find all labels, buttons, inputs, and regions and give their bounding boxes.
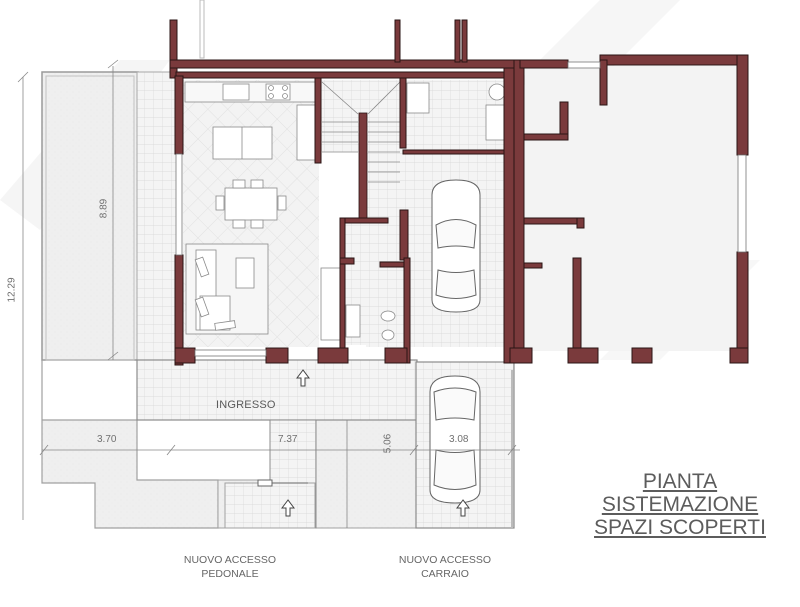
drawing-title: PIANTA SISTEMAZIONE SPAZI SCOPERTI [560,470,800,539]
entry-arrow-icon [281,499,295,517]
car-icon [431,179,481,313]
dimension-left-width: 3.70 [97,434,117,445]
entry-arrow-icon [296,369,310,387]
pedestrian-access-line-2: PEDONALE [201,568,259,580]
driveway-access-label: NUOVO ACCESSO CARRAIO [385,553,505,581]
entry-arrow-icon [456,499,470,517]
windows [175,61,747,357]
dimension-lines [17,59,520,528]
driveway-access-line-1: NUOVO ACCESSO [398,554,492,566]
furniture [184,81,506,341]
room-label-entrance: INGRESSO [216,399,276,411]
staircase [321,81,401,224]
dimension-total-width: 7.37 [278,434,298,445]
title-line-3: SPAZI SCOPERTI [594,516,766,539]
dimension-parking-width: 3.08 [449,434,469,445]
pedestrian-access-line-1: NUOVO ACCESSO [183,554,277,566]
dimension-garden-height: 8.89 [98,198,110,219]
dimension-total-height: 12.29 [6,277,18,303]
dimension-front-depth: 5.06 [382,433,394,454]
car-icon [429,375,481,504]
pedestrian-access-label: NUOVO ACCESSO PEDONALE [170,553,290,581]
driveway-access-line-2: CARRAIO [421,568,469,580]
title-line-1: PIANTA [642,470,718,493]
title-line-2: SISTEMAZIONE [601,493,759,516]
gates [257,479,308,487]
